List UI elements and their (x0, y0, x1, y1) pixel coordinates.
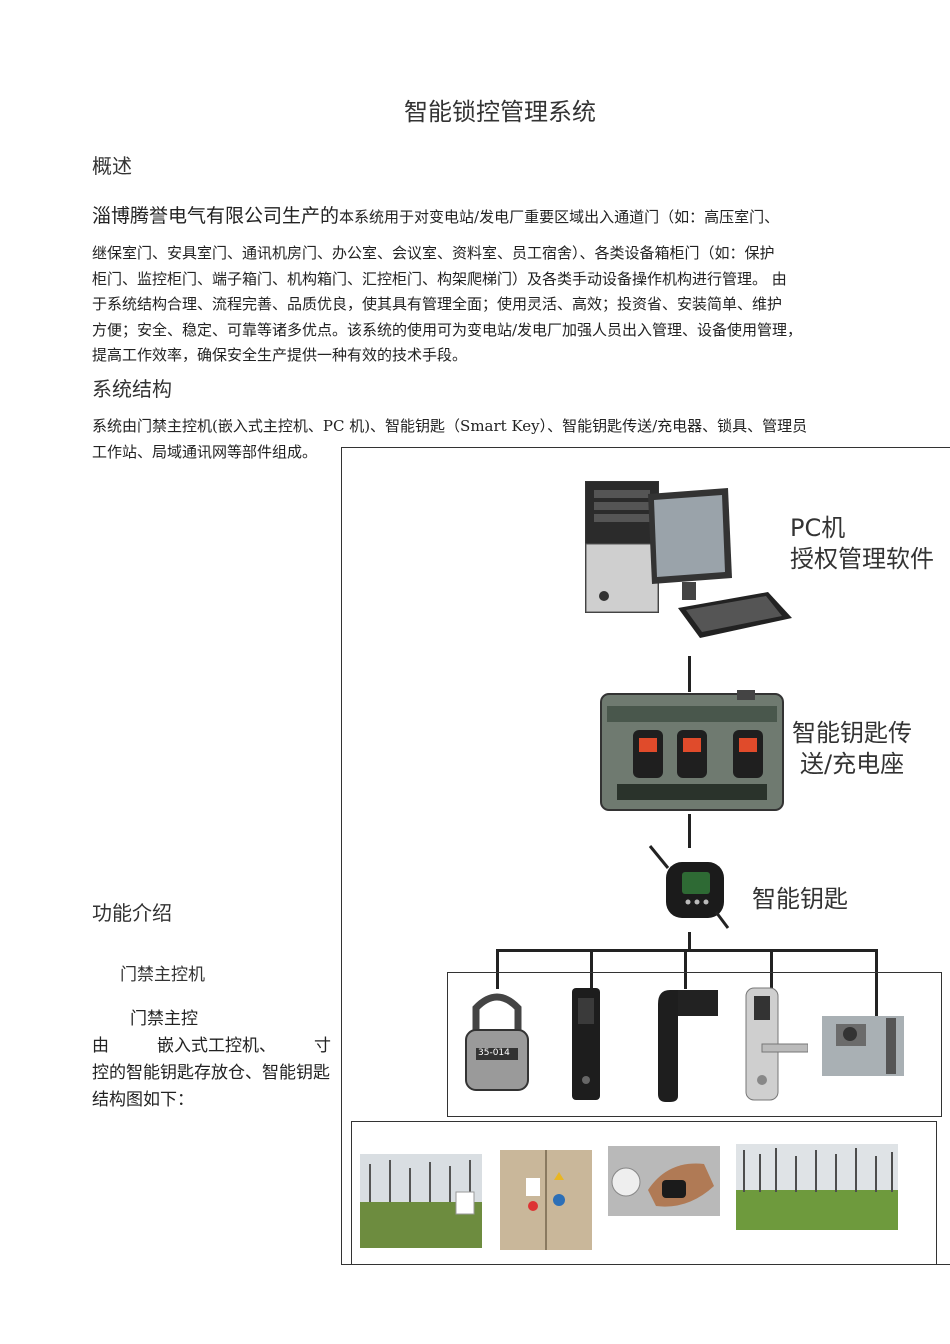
overview-first: 本系统用于对变电站/发电厂重要区域出入通道门（如：高压室门、 (339, 208, 780, 226)
function-line: 结构图如下： (92, 1090, 194, 1110)
outdoor-substation-photo-image (736, 1144, 898, 1230)
structure-line: 工作站、局域通讯网等部件组成。 (92, 442, 318, 461)
overview-heading: 概述 (92, 154, 132, 178)
smart-key-image (648, 845, 730, 929)
door-lock-image (745, 987, 808, 1101)
structure-paragraph: 系统由门禁主控机(嵌入式主控机、PC 机)、智能钥匙（Smart Key）、智能… (92, 414, 860, 465)
cabinet-door-photo-image (500, 1150, 592, 1250)
function-paragraph: 门禁主控 由 嵌入式工控机、 寸 控的智能钥匙存放仓、智能钥匙 结构图如下： (92, 1006, 352, 1114)
overview-line: 柜门、监控柜门、端子箱门、机构箱门、汇控柜门、构架爬梯门）及各类手动设备操作机构… (92, 269, 787, 288)
function-heading: 功能介绍 (92, 901, 172, 925)
charger-label: 智能钥匙传 送/充电座 (792, 718, 912, 780)
pc-label-line: 授权管理软件 (790, 545, 934, 573)
mortise-lock-image (822, 1016, 904, 1076)
connector-line (688, 814, 691, 848)
connector-line (496, 949, 499, 989)
connector-line (590, 949, 593, 989)
structure-line: 系统由门禁主控机(嵌入式主控机、PC 机)、智能钥匙（Smart Key）、智能… (92, 417, 808, 435)
function-line: 由 嵌入式工控机、 寸 (92, 1033, 352, 1060)
func-word: 嵌入式工控机、 (157, 1036, 276, 1056)
connector-line (684, 949, 687, 989)
function-line: 控的智能钥匙存放仓、智能钥匙 (92, 1063, 330, 1083)
connector-line (770, 949, 773, 989)
charger-station-image (600, 690, 784, 811)
padlock-tag: 35-014 (478, 1048, 510, 1058)
overview-line: 于系统结构合理、流程完善、品质优良，使其具有管理全面；使用灵活、高效；投资省、安… (92, 295, 783, 313)
overview-line: 方便；安全、稳定、可靠等诸多优点。该系统的使用可为变电站/发电厂加强人员出入管理… (92, 320, 803, 339)
key-label: 智能钥匙 (752, 885, 848, 913)
page-title: 智能锁控管理系统 (404, 98, 596, 126)
overview-line: 提高工作效率，确保安全生产提供一种有效的技术手段。 (92, 346, 468, 364)
pc-computer-image (585, 481, 792, 638)
overview-first-line: 淄博腾誉电气有限公司生产的本系统用于对变电站/发电厂重要区域出入通道门（如：高压… (92, 201, 779, 228)
charger-label-line: 送/充电座 (800, 750, 905, 778)
func-word: 由 (92, 1036, 109, 1056)
connector-line (875, 949, 878, 1017)
connector-line (688, 656, 691, 692)
sub-heading: 门禁主控机 (120, 965, 205, 985)
charger-label-line: 智能钥匙传 (792, 719, 912, 747)
overview-lead: 淄博腾誉电气有限公司生产的 (92, 205, 340, 227)
lock-bus-line (496, 949, 878, 952)
site-photos-box (351, 1121, 937, 1264)
func-word: 寸 (314, 1036, 331, 1056)
locks-box (447, 972, 942, 1117)
substation-photo-image (360, 1154, 482, 1248)
handle-lock-image (658, 990, 718, 1102)
overview-line: 继保室门、安具室门、通讯机房门、办公室、会议室、资料室、员工宿舍）、各类设备箱柜… (92, 244, 775, 262)
structure-heading: 系统结构 (92, 377, 172, 401)
cabinet-latch-image (572, 988, 600, 1100)
pc-label: PC机 授权管理软件 (790, 513, 934, 575)
overview-paragraph: 继保室门、安具室门、通讯机房门、办公室、会议室、资料室、员工宿舍）、各类设备箱柜… (92, 241, 860, 369)
function-line: 门禁主控 (130, 1009, 198, 1029)
padlock-image (465, 993, 529, 1091)
connector-line (688, 932, 691, 950)
system-diagram: PC机 授权管理软件 智能钥匙传 送/充电座 智能钥匙 (341, 447, 950, 1265)
key-in-use-photo-image (608, 1146, 720, 1216)
pc-label-line: PC机 (790, 514, 846, 542)
